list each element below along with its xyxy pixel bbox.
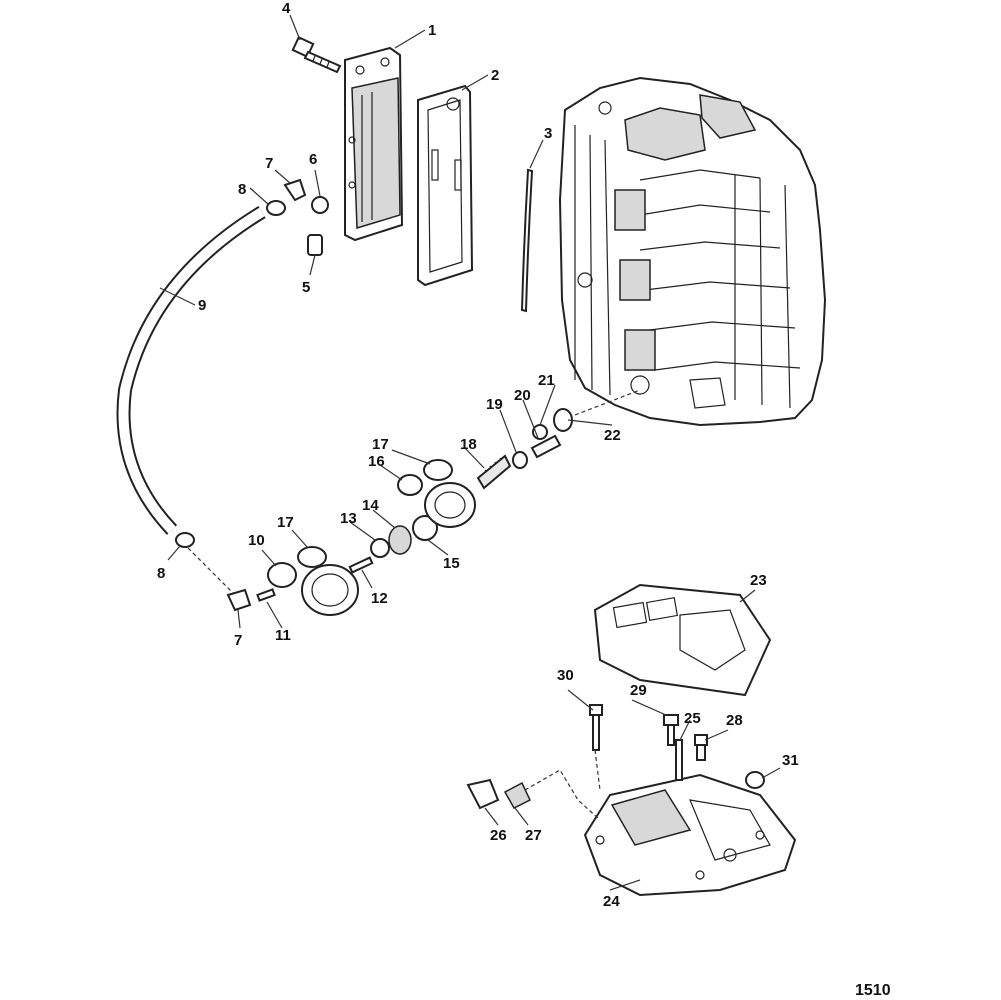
callout-31: 31 <box>782 752 799 769</box>
part-16-housing <box>397 474 423 496</box>
part-2-gasket <box>417 84 474 287</box>
callout-6: 6 <box>309 151 317 168</box>
part-28-fitting <box>694 734 708 761</box>
part-27-elbow <box>503 781 531 809</box>
part-29-bolt <box>663 714 679 746</box>
callout-28: 28 <box>726 712 743 729</box>
part-12-bolt <box>348 556 374 574</box>
part-26-elbow <box>466 778 500 810</box>
part-cover-upper <box>424 482 476 528</box>
part-cover-lower <box>301 564 359 616</box>
callout-15: 15 <box>443 555 460 572</box>
part-10-housing <box>267 562 297 588</box>
part-1-adaptor-plate <box>344 46 404 242</box>
part-3-seal-strip <box>520 168 534 313</box>
callout-17-upper: 17 <box>372 436 389 453</box>
part-23-gasket <box>593 583 772 697</box>
part-25-pin <box>675 739 683 781</box>
callout-23: 23 <box>750 572 767 589</box>
callout-19: 19 <box>486 396 503 413</box>
callout-16: 16 <box>368 453 385 470</box>
callout-25: 25 <box>684 710 701 727</box>
callout-labels: 1 2 3 4 5 6 7 7 8 8 9 10 11 12 13 14 15 … <box>157 0 799 910</box>
callout-17-lower: 17 <box>277 514 294 531</box>
engine-block <box>558 76 827 427</box>
callout-14: 14 <box>362 497 379 514</box>
part-7-elbow-upper <box>283 178 307 202</box>
callout-26: 26 <box>490 827 507 844</box>
callout-3: 3 <box>544 125 552 142</box>
callout-10: 10 <box>248 532 265 549</box>
callout-8-lower: 8 <box>157 565 165 582</box>
part-17-gasket-lower <box>297 546 327 568</box>
part-8-clamp-upper <box>266 200 286 216</box>
part-7-elbow-lower <box>226 588 252 612</box>
part-8-clamp-lower <box>175 532 195 548</box>
part-11-screw <box>256 588 276 602</box>
figure-number: 1510 <box>855 982 891 999</box>
part-15-disk <box>412 515 438 541</box>
part-4-bolt <box>291 35 342 74</box>
part-24-base-plate <box>583 773 797 897</box>
callout-11: 11 <box>275 627 291 644</box>
part-30-long-bolt <box>589 704 603 751</box>
callout-1: 1 <box>428 22 436 39</box>
callout-2: 2 <box>491 67 499 84</box>
callout-21: 21 <box>538 372 555 389</box>
callout-18: 18 <box>460 436 477 453</box>
callout-29: 29 <box>630 682 647 699</box>
part-18-spring <box>476 454 512 490</box>
callout-7-lower: 7 <box>234 632 242 649</box>
part-14-gear <box>388 525 412 555</box>
part-20-valve <box>530 434 562 459</box>
leader-lines <box>159 14 781 891</box>
callout-5: 5 <box>302 279 310 296</box>
callout-13: 13 <box>340 510 357 527</box>
part-5-clip <box>307 234 323 256</box>
callout-7-upper: 7 <box>265 155 273 172</box>
callout-8-upper: 8 <box>238 181 246 198</box>
part-19-seat <box>512 451 528 469</box>
callout-30: 30 <box>557 667 574 684</box>
part-6-fitting <box>311 196 329 214</box>
callout-12: 12 <box>371 590 388 607</box>
callout-9: 9 <box>198 297 206 314</box>
callout-22: 22 <box>604 427 621 444</box>
callout-27: 27 <box>525 827 542 844</box>
callout-24: 24 <box>603 893 620 910</box>
part-31-nut <box>745 771 765 789</box>
callout-20: 20 <box>514 387 531 404</box>
callout-4: 4 <box>282 0 291 17</box>
part-17-gasket-upper <box>423 459 453 481</box>
part-13-washer <box>370 538 390 558</box>
